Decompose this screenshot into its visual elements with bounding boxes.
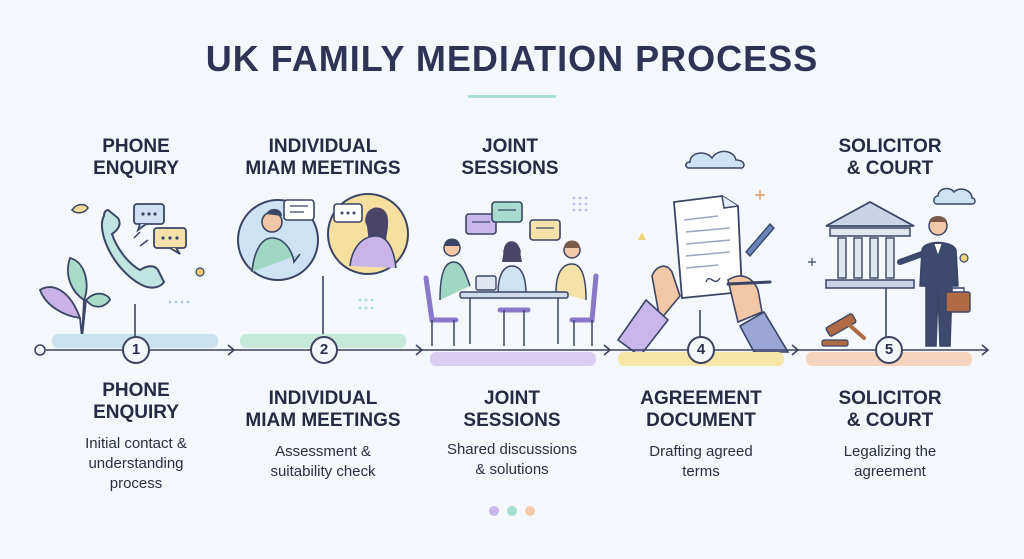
- step-3-heading: JOINT SESSIONS: [461, 136, 559, 179]
- decor-dot-3: [525, 506, 535, 516]
- step-4-number: 4: [687, 336, 715, 364]
- step-4-description: Drafting agreed terms: [649, 443, 753, 480]
- step-2-number: 2: [310, 336, 338, 364]
- step-1-subheading: PHONE ENQUIRY: [93, 380, 179, 423]
- step-5-number: 5: [875, 336, 903, 364]
- step-1-number: 1: [122, 336, 150, 364]
- step-2-heading: INDIVIDUAL MIAM MEETINGS: [245, 136, 401, 179]
- signing-document-icon: [616, 150, 790, 358]
- step-3-band: [430, 352, 596, 366]
- decor-dot-2: [507, 506, 517, 516]
- meeting-table-icon: [423, 196, 599, 346]
- decor-dot-1: [489, 506, 499, 516]
- timeline: [34, 304, 990, 366]
- step-3-subheading: JOINT SESSIONS: [463, 388, 561, 431]
- title-underline: [468, 95, 556, 98]
- step-4-subheading: AGREEMENT DOCUMENT: [640, 388, 762, 431]
- phone-icon: [38, 203, 205, 339]
- step-3-description: Shared discussions & solutions: [446, 441, 578, 478]
- courthouse-icon: [808, 187, 976, 347]
- step-2-description: Assessment & suitability check: [270, 443, 376, 480]
- page-title: UK FAMILY MEDIATION PROCESS: [205, 38, 819, 79]
- two-people-talking-icon: [237, 193, 409, 336]
- step-1-description: Initial contact & understanding process: [85, 435, 187, 492]
- step-2-subheading: INDIVIDUAL MIAM MEETINGS: [245, 388, 401, 431]
- step-5-heading: SOLICITOR & COURT: [838, 136, 942, 179]
- step-1-heading: PHONE ENQUIRY: [93, 136, 179, 179]
- step-5-description: Legalizing the agreement: [843, 443, 937, 480]
- step-5-subheading: SOLICITOR & COURT: [838, 388, 942, 431]
